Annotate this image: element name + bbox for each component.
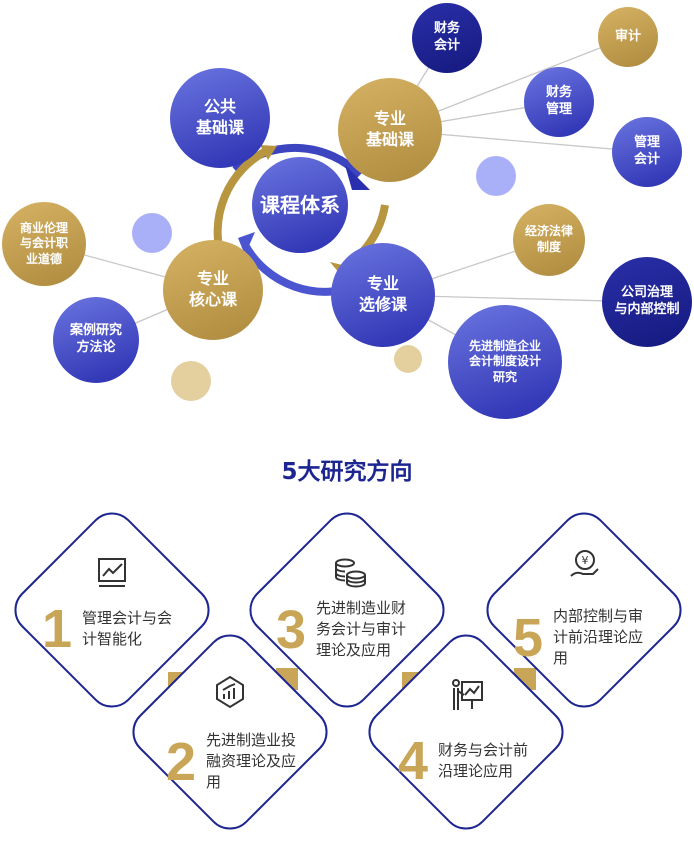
- main-node-major-basics: 专业 基础课: [338, 78, 442, 182]
- direction-number: 4: [398, 731, 429, 791]
- direction-text: 内部控制与审计前沿理论应用: [553, 607, 644, 667]
- direction-number: 3: [276, 599, 307, 660]
- leaf-economic-law: 经济法律 制度: [513, 204, 585, 276]
- direction-text: 先进制造业投融资理论及应用: [206, 731, 297, 791]
- section-title: 5大研究方向: [281, 459, 413, 485]
- leaf-audit: 审计: [598, 7, 658, 67]
- main-node-public-basics: 公共 基础课: [170, 68, 270, 168]
- leaf-financial-management: 财务 管理: [524, 67, 594, 137]
- leaf-case-study: 案例研究 方法论: [53, 297, 139, 383]
- decor-dot: [476, 156, 516, 196]
- decor-dot: [171, 361, 211, 401]
- direction-text: 管理会计与会计智能化: [82, 609, 173, 648]
- yen-hand-icon: ¥: [570, 550, 599, 577]
- main-node-major-elective: 专业 选修课: [331, 243, 435, 347]
- leaf-financial-accounting: 财务 会计: [412, 3, 482, 73]
- leaf-management-accounting: 管理 会计: [612, 117, 682, 187]
- presenter-icon: [452, 679, 483, 710]
- center-node: 课程体系: [252, 157, 348, 253]
- svg-text:¥: ¥: [582, 554, 589, 567]
- decor-dot: [394, 345, 422, 373]
- decor-dot: [132, 213, 172, 253]
- direction-number: 1: [42, 599, 73, 659]
- main-node-major-core: 专业 核心课: [163, 240, 263, 340]
- leaf-ethics: 商业伦理 与会计职 业道德: [2, 202, 86, 286]
- direction-number: 2: [166, 731, 197, 792]
- leaf-governance: 公司治理 与内部控制: [602, 257, 692, 347]
- direction-text: 财务与会计前沿理论应用: [438, 741, 529, 780]
- direction-number: 5: [513, 607, 544, 668]
- leaf-advanced-manufacturing: 先进制造企业 会计制度设计 研究: [448, 305, 562, 419]
- hexagon-bar-chart-icon: [216, 675, 244, 709]
- coins-icon: [335, 558, 366, 588]
- direction-text: 先进制造业财务会计与审计理论及应用: [316, 599, 407, 659]
- chart-trend-icon: [98, 558, 126, 587]
